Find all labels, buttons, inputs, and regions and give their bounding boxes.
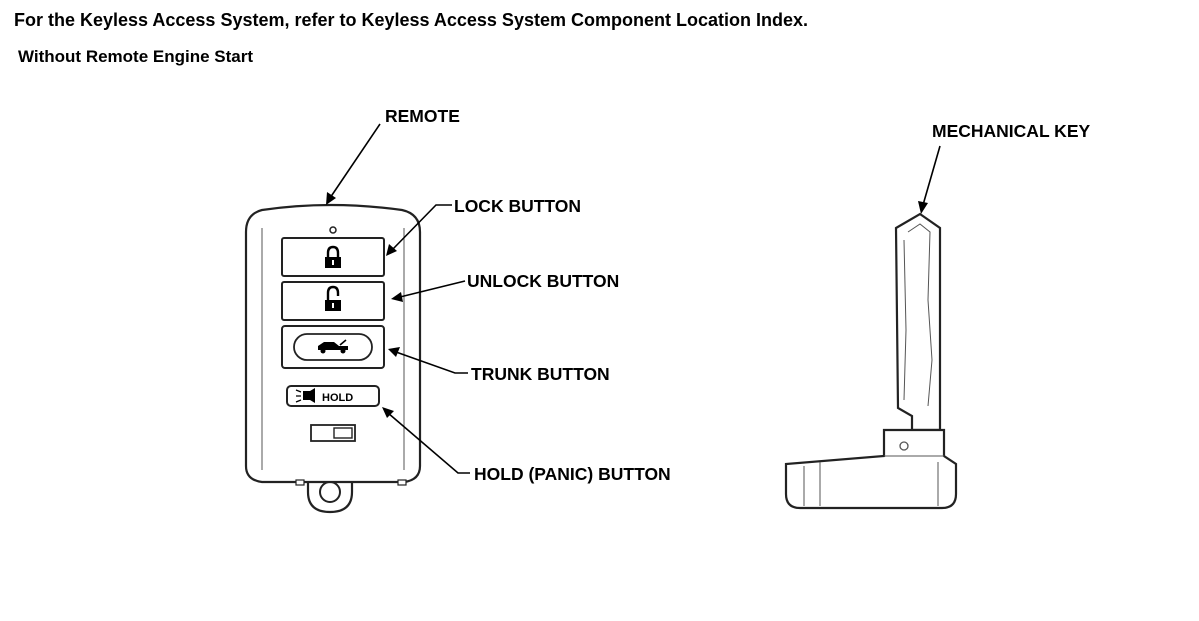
page-subtitle: Without Remote Engine Start <box>18 47 254 66</box>
remote-label: REMOTE <box>385 106 460 126</box>
lock-button-leader <box>386 204 452 256</box>
hold-button-text: HOLD <box>322 392 353 404</box>
trunk-button[interactable] <box>281 325 385 369</box>
hold-button-leader <box>382 407 470 474</box>
car-trunk-icon <box>318 339 348 354</box>
lock-button-label: LOCK BUTTON <box>454 196 581 216</box>
trunk-button-leader <box>388 347 468 374</box>
led-indicator <box>329 226 337 234</box>
remote-leader <box>326 123 381 205</box>
lock-closed-icon <box>325 245 341 268</box>
page-title: For the Keyless Access System, refer to … <box>14 10 808 30</box>
unlock-button-label: UNLOCK BUTTON <box>467 271 619 291</box>
trunk-button-label: TRUNK BUTTON <box>471 364 610 384</box>
key-head <box>784 428 958 510</box>
key-ring-loop <box>306 476 354 514</box>
unlock-button-leader <box>391 280 466 302</box>
mechanical-key-leader <box>918 145 941 214</box>
lock-open-icon <box>325 285 341 311</box>
remote-fob: HOLD <box>244 203 422 514</box>
mechanical-key-label: MECHANICAL KEY <box>932 121 1090 141</box>
hold-panic-button[interactable]: HOLD <box>286 385 380 407</box>
mechanical-key <box>784 212 958 510</box>
key-blade <box>894 212 942 432</box>
hold-button-label: HOLD (PANIC) BUTTON <box>474 464 671 484</box>
lock-button[interactable] <box>281 237 385 277</box>
unlock-button[interactable] <box>281 281 385 321</box>
horn-icon <box>295 388 315 403</box>
battery-slot <box>310 424 356 442</box>
